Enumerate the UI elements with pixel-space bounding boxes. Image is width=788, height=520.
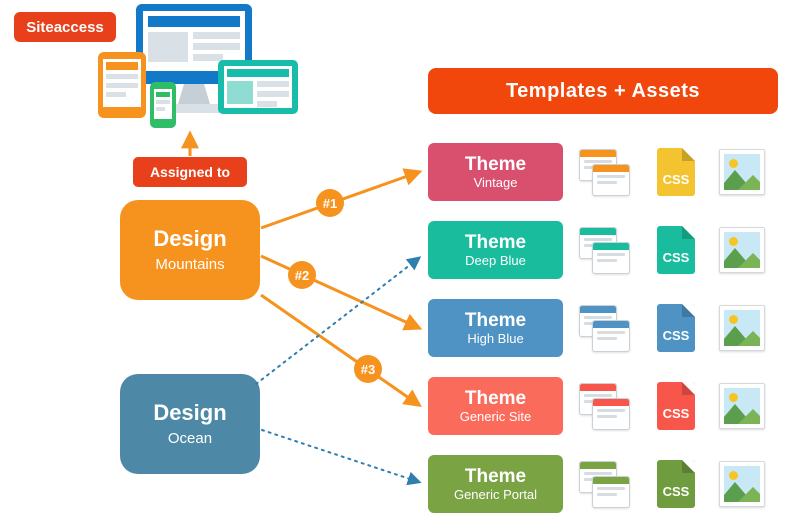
theme-row-generic-portal: Theme Generic Portal CSS: [428, 455, 765, 513]
theme-subtitle: Generic Site: [459, 409, 532, 425]
tablet-icon: [98, 52, 146, 118]
devices-illustration: [98, 4, 298, 128]
css-file-label: CSS: [662, 250, 690, 265]
arrow-mountains-to-high-blue: [260, 254, 423, 331]
image-asset-icon: [719, 149, 765, 195]
browser-window-icon: [592, 398, 630, 430]
website-templates-icon: [579, 227, 630, 274]
order-badge-2: #2: [288, 261, 316, 289]
browser-window-icon: [592, 242, 630, 274]
css-file-label: CSS: [662, 406, 690, 421]
display-icon: [218, 60, 298, 114]
arrow-mountains-to-generic-site: [260, 293, 422, 408]
browser-window-icon: [592, 164, 630, 196]
theme-box-generic-site: Theme Generic Site: [428, 377, 563, 435]
website-templates-icon: [579, 305, 630, 352]
website-templates-icon: [579, 461, 630, 508]
css-file-label: CSS: [662, 484, 690, 499]
theme-subtitle: High Blue: [467, 331, 524, 347]
browser-window-icon: [592, 476, 630, 508]
theme-row-deep-blue: Theme Deep Blue CSS: [428, 221, 765, 279]
theme-title: Theme: [464, 387, 527, 409]
theme-subtitle: Generic Portal: [453, 487, 538, 503]
order-badge-3: #3: [354, 355, 382, 383]
image-asset-icon: [719, 305, 765, 351]
sun-icon: [729, 237, 738, 246]
image-asset-icon: [719, 383, 765, 429]
sun-icon: [729, 393, 738, 402]
css-file-label: CSS: [662, 172, 690, 187]
theme-box-vintage: Theme Vintage: [428, 143, 563, 201]
theme-title: Theme: [464, 153, 527, 175]
css-file-icon: CSS: [657, 148, 695, 196]
sun-icon: [729, 315, 738, 324]
css-file-label: CSS: [662, 328, 690, 343]
assigned-to-badge: Assigned to: [133, 157, 247, 187]
css-file-icon: CSS: [657, 226, 695, 274]
templates-assets-header: Templates + Assets: [428, 68, 778, 114]
theme-title: Theme: [464, 309, 527, 331]
design-title: Design: [153, 400, 227, 426]
arrow-ocean-to-deep-blue: [255, 256, 422, 385]
theme-subtitle: Vintage: [473, 175, 518, 191]
theme-title: Theme: [464, 231, 527, 253]
order-badge-1: #1: [316, 189, 344, 217]
design-box-mountains: Design Mountains: [120, 200, 260, 300]
theme-box-deep-blue: Theme Deep Blue: [428, 221, 563, 279]
theme-rows: Theme Vintage CSS: [428, 143, 765, 513]
theme-box-high-blue: Theme High Blue: [428, 299, 563, 357]
image-asset-icon: [719, 461, 765, 507]
design-title: Design: [153, 226, 227, 252]
css-file-icon: CSS: [657, 460, 695, 508]
theme-subtitle: Deep Blue: [465, 253, 526, 269]
sun-icon: [729, 471, 738, 480]
siteaccess-badge: Siteaccess: [14, 12, 116, 42]
website-templates-icon: [579, 149, 630, 196]
css-file-icon: CSS: [657, 382, 695, 430]
theme-row-high-blue: Theme High Blue CSS: [428, 299, 765, 357]
sun-icon: [729, 159, 738, 168]
website-templates-icon: [579, 383, 630, 430]
browser-window-icon: [592, 320, 630, 352]
css-file-icon: CSS: [657, 304, 695, 352]
phone-icon: [150, 82, 176, 128]
theme-row-generic-site: Theme Generic Site CSS: [428, 377, 765, 435]
theme-row-vintage: Theme Vintage CSS: [428, 143, 765, 201]
design-subtitle: Ocean: [167, 429, 213, 447]
theme-box-generic-portal: Theme Generic Portal: [428, 455, 563, 513]
theme-title: Theme: [464, 465, 527, 487]
image-asset-icon: [719, 227, 765, 273]
arrow-ocean-to-generic-portal: [261, 429, 422, 486]
design-subtitle: Mountains: [155, 255, 225, 273]
design-box-ocean: Design Ocean: [120, 374, 260, 474]
